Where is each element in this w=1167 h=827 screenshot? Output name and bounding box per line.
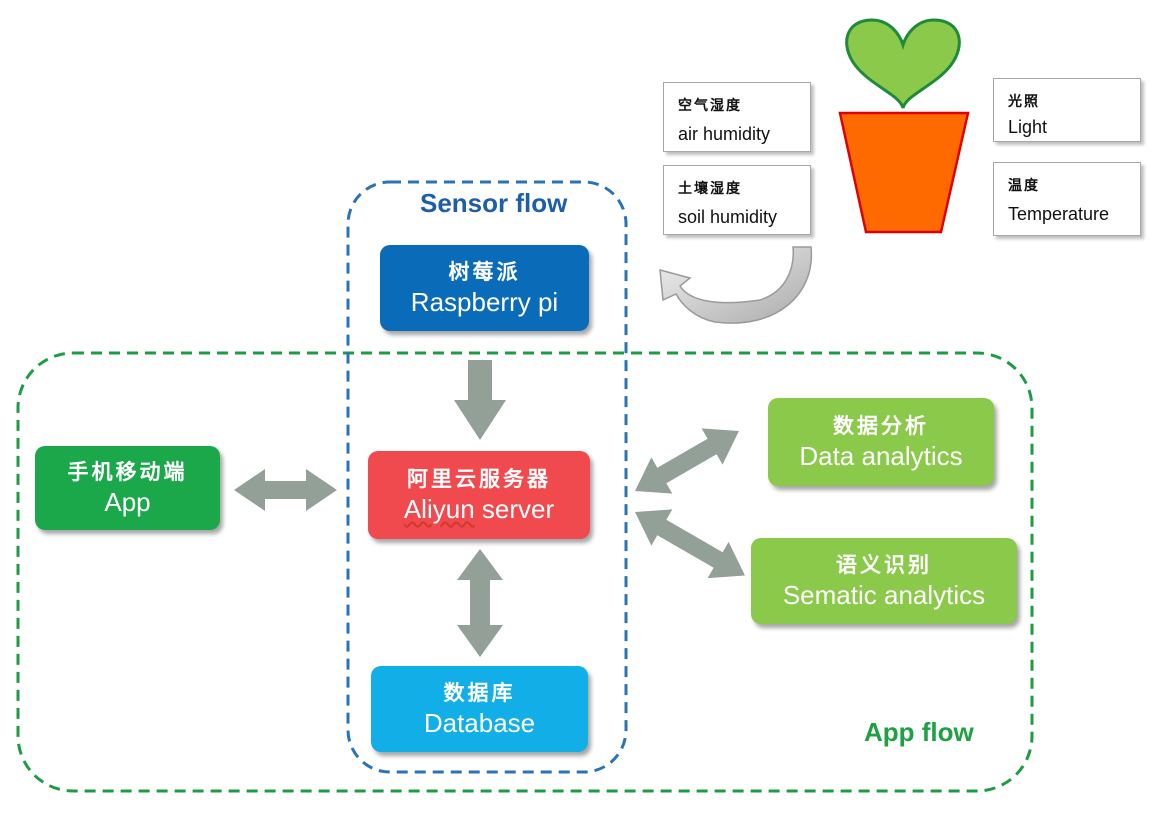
data-analytics-node: 数据分析 Data analytics <box>768 398 994 486</box>
aliyun-database-arrow <box>457 549 503 657</box>
app-zh-label: 手机移动端 <box>67 459 188 484</box>
app-aliyun-arrow <box>234 469 337 511</box>
app-node: 手机移动端 App <box>35 446 220 530</box>
light-sensor: 光照 Light <box>993 78 1141 142</box>
raspberry-pi-en-label: Raspberry pi <box>410 287 559 317</box>
air-humidity-zh-label: 空气湿度 <box>678 98 742 114</box>
data-analytics-en-label: Data analytics <box>799 441 963 471</box>
aliyun-data-analytics-arrow <box>635 428 739 494</box>
temperature-en-label: Temperature <box>1008 204 1110 224</box>
raspberry-pi-node: 树莓派 Raspberry pi <box>380 245 589 331</box>
app-flow-container <box>16 351 1034 793</box>
sematic-analytics-en-label: Sematic analytics <box>782 580 986 610</box>
sematic-analytics-node: 语义识别 Sematic analytics <box>751 538 1017 624</box>
spellcheck-underline: Aliyun <box>403 494 475 524</box>
aliyun-server-zh-label: 阿里云服务器 <box>407 466 551 491</box>
soil-humidity-en-label: soil humidity <box>678 207 778 227</box>
air-humidity-sensor: 空气湿度 air humidity <box>663 82 811 152</box>
app-en-label: App <box>104 487 151 517</box>
soil-humidity-zh-label: 土壤湿度 <box>678 181 742 197</box>
database-node: 数据库 Database <box>371 666 588 752</box>
sematic-analytics-zh-label: 语义识别 <box>836 552 932 577</box>
light-zh-label: 光照 <box>1008 94 1040 110</box>
app-flow-title: App flow <box>864 717 974 747</box>
raspberry-pi-zh-label: 树莓派 <box>448 259 521 284</box>
sensor-flow-title: Sensor flow <box>420 188 568 218</box>
raspberry-to-aliyun-arrow <box>454 360 506 440</box>
plant-pot-icon <box>838 18 970 234</box>
temperature-zh-label: 温度 <box>1008 178 1040 194</box>
light-en-label: Light <box>1008 117 1048 137</box>
curved-return-arrow <box>659 246 813 324</box>
database-en-label: Database <box>423 708 536 738</box>
sensor-flow-container <box>346 180 628 774</box>
database-zh-label: 数据库 <box>443 680 516 705</box>
aliyun-server-node: 阿里云服务器 Aliyun server <box>368 451 590 539</box>
aliyun-sematic-analytics-arrow <box>635 509 745 579</box>
air-humidity-en-label: air humidity <box>678 124 771 144</box>
soil-humidity-sensor: 土壤湿度 soil humidity <box>663 165 811 235</box>
data-analytics-zh-label: 数据分析 <box>833 413 929 438</box>
aliyun-server-en-label: Aliyun server <box>403 494 555 524</box>
temperature-sensor: 温度 Temperature <box>993 162 1141 236</box>
